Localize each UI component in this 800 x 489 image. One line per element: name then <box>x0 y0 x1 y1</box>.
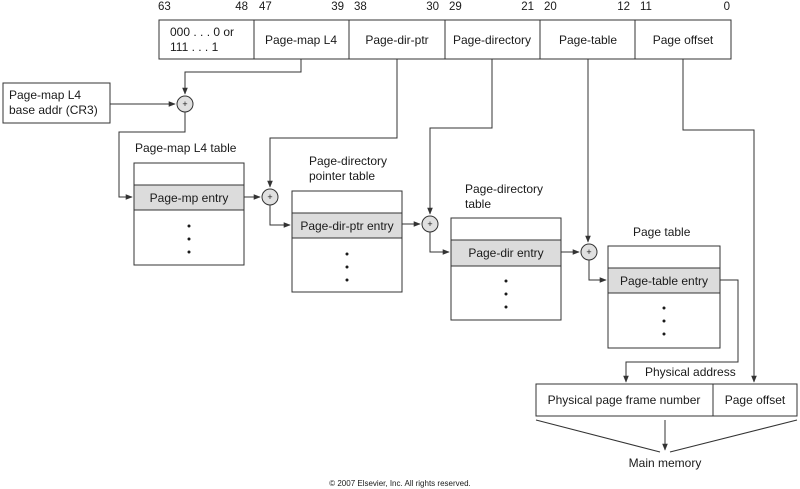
table-title-line2: table <box>465 197 491 211</box>
physical-page-offset: Page offset <box>725 393 786 407</box>
field-sign-extension-line2: 111 . . . 1 <box>170 40 219 54</box>
physical-address-register: Physical address Physical page frame num… <box>535 365 798 417</box>
table-title-line2: pointer table <box>309 169 375 183</box>
cr3-label-line2: base addr (CR3) <box>9 103 98 117</box>
ellipsis-dot <box>662 332 666 336</box>
wire-physical-to-memory-left <box>535 419 661 453</box>
table-outline <box>291 190 403 293</box>
wire-adder2-to-pdpt-entry <box>269 205 291 228</box>
wire-adder1-to-pml4-entry <box>118 112 186 200</box>
bit-number-38: 38 <box>354 1 367 13</box>
wire-pd-index <box>427 59 493 215</box>
bit-number-30: 30 <box>426 1 439 13</box>
ellipsis-dot <box>187 237 191 241</box>
field-sign-extension-line1: 000 . . . 0 or <box>170 25 234 39</box>
virtual-address-register: 000 . . . 0 or 111 . . . 1 Page-map L4 P… <box>158 19 732 60</box>
cr3-box <box>2 82 111 124</box>
wire-page-offset <box>682 59 757 383</box>
table-entry-label: Page-mp entry <box>150 191 229 205</box>
adder-2: + <box>261 188 279 206</box>
ellipsis-dot <box>662 306 666 310</box>
bit-number-20: 20 <box>544 1 557 13</box>
ellipsis-dot <box>504 305 508 309</box>
field-page-table: Page-table <box>559 33 617 47</box>
bit-number-12: 12 <box>617 1 630 13</box>
wire-physical-to-memory-right <box>669 419 798 453</box>
field-page-directory: Page-directory <box>453 33 531 47</box>
bit-number-29: 29 <box>449 1 462 13</box>
table-entry <box>607 267 721 294</box>
bit-numbers: 63 48 47 39 38 30 29 21 20 12 11 0 <box>158 1 730 13</box>
table-outline <box>133 162 245 266</box>
table-entry <box>291 212 403 239</box>
cr3-label-line1: Page-map L4 <box>9 88 81 102</box>
adder-plus-sign: + <box>427 219 432 229</box>
bit-number-11: 11 <box>640 1 652 13</box>
adder-4: + <box>580 243 598 261</box>
table-entry-label: Page-table entry <box>620 274 708 288</box>
page-map-l4-table: Page-map L4 table Page-mp entry <box>133 141 245 266</box>
page-directory-table: Page-directory table Page-dir entry <box>450 182 562 321</box>
ellipsis-dot <box>345 278 349 282</box>
adder-plus-sign: + <box>586 247 591 257</box>
table-outline <box>607 245 721 349</box>
wire-pdpt-index <box>267 59 398 188</box>
table-entry-label: Page-dir entry <box>468 246 543 260</box>
bit-number-39: 39 <box>331 1 344 13</box>
bit-number-21: 21 <box>521 1 534 13</box>
table-title-line1: Page-directory <box>309 154 387 168</box>
adder-plus-sign: + <box>267 192 272 202</box>
wire-pml4-index <box>182 59 302 95</box>
ellipsis-dot <box>504 279 508 283</box>
wire-pt-entry-to-frame <box>623 279 739 383</box>
adder-3: + <box>421 215 439 233</box>
page-table: Page table Page-table entry <box>607 225 721 349</box>
adder-plus-sign: + <box>182 99 187 109</box>
wire-adder3-to-pd-entry <box>429 232 450 255</box>
connection-wires <box>110 59 798 453</box>
copyright-notice: © 2007 Elsevier, Inc. All rights reserve… <box>329 479 471 488</box>
wire-adder4-to-pt-entry <box>588 260 607 283</box>
main-memory-label: Main memory <box>629 456 702 470</box>
table-title: Page-map L4 table <box>135 141 237 155</box>
physical-address-outline <box>535 383 798 417</box>
physical-address-label: Physical address <box>645 365 736 379</box>
ellipsis-dot <box>345 252 349 256</box>
ellipsis-dot <box>662 319 666 323</box>
field-page-map-l4: Page-map L4 <box>265 33 337 47</box>
cr3-register: Page-map L4 base addr (CR3) <box>2 82 111 124</box>
page-directory-pointer-table: Page-directory pointer table Page-dir-pt… <box>291 154 403 293</box>
ellipsis-dot <box>345 265 349 269</box>
table-entry <box>450 239 562 267</box>
ellipsis-dot <box>187 250 191 254</box>
table-title-line1: Page-directory <box>465 182 543 196</box>
physical-page-frame-number: Physical page frame number <box>548 393 701 407</box>
bit-number-47: 47 <box>259 1 272 13</box>
bit-number-48: 48 <box>235 1 248 13</box>
ellipsis-dot <box>187 224 191 228</box>
table-outline <box>450 217 562 321</box>
field-page-dir-ptr: Page-dir-ptr <box>365 33 428 47</box>
table-entry-label: Page-dir-ptr entry <box>300 219 393 233</box>
field-page-offset: Page offset <box>653 33 714 47</box>
adder-1: + <box>176 95 194 113</box>
ellipsis-dot <box>504 292 508 296</box>
table-title: Page table <box>633 225 691 239</box>
table-entry <box>133 184 245 211</box>
bit-number-63: 63 <box>158 1 171 13</box>
bit-number-0: 0 <box>724 1 730 13</box>
